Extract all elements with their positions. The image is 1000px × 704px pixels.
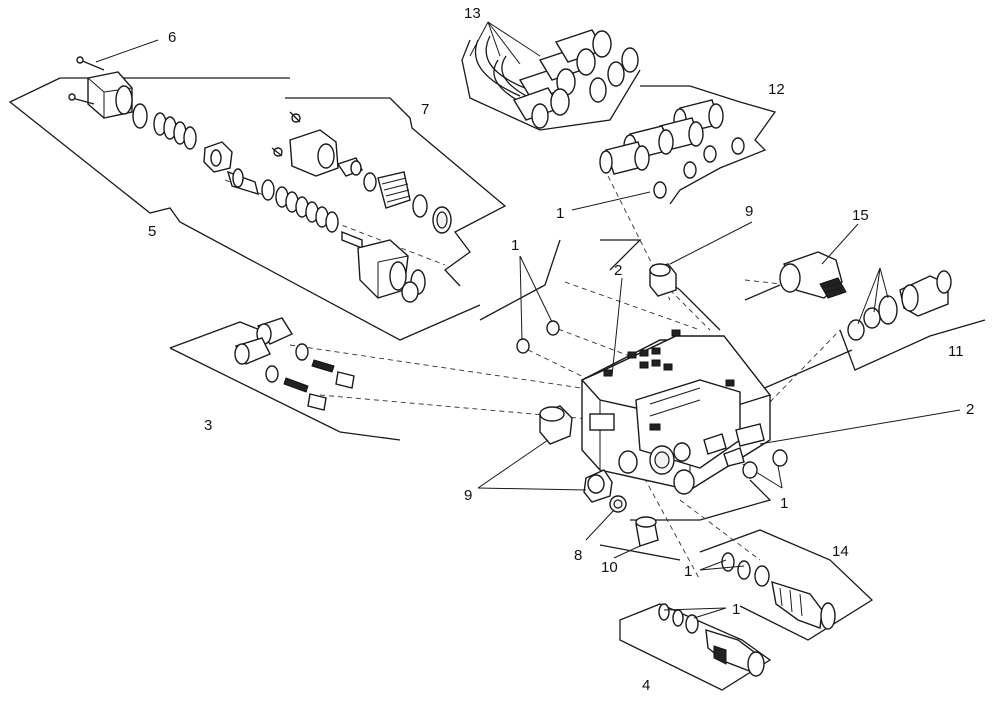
callout-11: 11 [948,343,964,360]
callout-9-top: 9 [745,203,753,220]
callout-10: 10 [601,559,618,576]
callout-1-lower: 1 [684,563,692,580]
fitting-assembly-12 [599,99,745,199]
seal-rings-1-left [516,320,560,354]
callout-2-right: 2 [966,401,974,418]
leader-lines [95,21,961,619]
valve-body [580,329,788,495]
bracket-5 [8,77,481,341]
bracket-4 [619,603,772,691]
callout-1-bottom: 1 [732,601,740,618]
bracket-3 [169,321,401,441]
callout-5: 5 [148,223,156,240]
callout-7: 7 [421,101,429,118]
bracket-12 [640,85,777,205]
plug-9-front [539,405,613,503]
plug-9-top [649,263,677,297]
fitting-4 [658,603,765,677]
bracket-11 [839,319,986,371]
callout-4: 4 [642,677,650,694]
fitting-11 [847,270,952,341]
callout-1-left: 1 [511,237,519,254]
seal-rings-5-upper [132,103,363,250]
callout-12: 12 [768,81,785,98]
bracket-14 [699,529,874,641]
bracket-main [479,239,853,561]
hose-assembly-13 [474,29,639,129]
callout-9-front: 9 [464,487,472,504]
flange-assembly-7 [271,111,452,234]
elbow-fitting-15 [779,251,847,299]
callout-1-top: 1 [556,205,564,222]
callout-1-right: 1 [780,495,788,512]
callout-13: 13 [464,5,481,22]
bracket-13 [461,39,641,131]
plug-10 [635,516,659,547]
callout-3: 3 [204,417,212,434]
cap-assembly-6 [68,56,133,119]
valve-assembly-3 [234,317,355,411]
callout-8: 8 [574,547,582,564]
callout-2-top: 2 [614,262,622,279]
cap-assembly-5-right [357,239,426,303]
plug-8 [609,495,627,513]
callout-6: 6 [168,29,176,46]
callout-14: 14 [832,543,849,560]
callout-15: 15 [852,207,869,224]
fitting-14 [721,552,836,630]
bracket-7 [285,97,507,287]
